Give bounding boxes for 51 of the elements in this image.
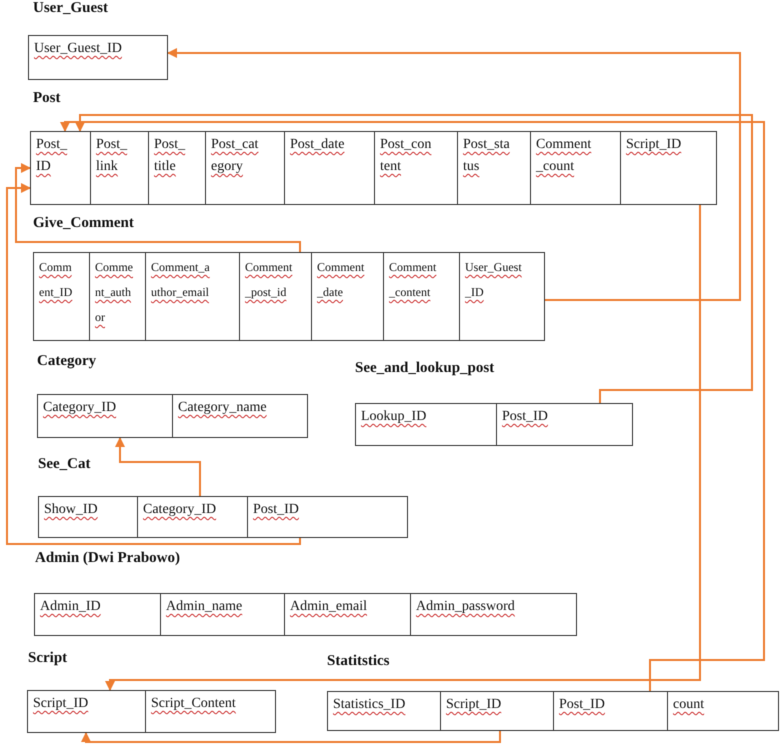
table-cell: Post_ID bbox=[497, 404, 634, 445]
arrow bbox=[75, 114, 753, 403]
table-cell: Post_ link bbox=[91, 132, 149, 204]
table-title: See_Cat bbox=[38, 456, 90, 473]
arrow bbox=[167, 48, 741, 301]
table-cell: Admin_email bbox=[285, 594, 411, 635]
table-cell: Lookup_ID bbox=[356, 404, 497, 445]
table-cell: User_Guest _ID bbox=[460, 253, 546, 340]
table-cell: Script_Content bbox=[146, 691, 277, 732]
table-cell: Script_ID bbox=[28, 691, 146, 732]
table-cell: Comm ent_ID bbox=[34, 253, 90, 340]
table-title: Script bbox=[28, 650, 68, 667]
table-cell: Post_ID bbox=[554, 692, 668, 730]
table-title: Give_Comment bbox=[33, 215, 134, 232]
table-title: User_Guest bbox=[33, 0, 108, 17]
arrow bbox=[60, 121, 765, 691]
arrow bbox=[115, 437, 201, 496]
table-title: Admin (Dwi Prabowo) bbox=[35, 550, 180, 567]
table-cell: Comment _date bbox=[312, 253, 384, 340]
arrow bbox=[6, 183, 301, 545]
table-cell: Post_date bbox=[285, 132, 375, 204]
table-cell: Post_sta tus bbox=[458, 132, 531, 204]
table-cell: Category_ID bbox=[138, 497, 248, 537]
table-title: Category bbox=[37, 353, 96, 370]
table-cell: Post_ title bbox=[149, 132, 206, 204]
table-cell: Admin_ID bbox=[35, 594, 161, 635]
table-cell: count bbox=[668, 692, 780, 730]
table-cell: Admin_name bbox=[161, 594, 285, 635]
table-cell: Category_ID bbox=[38, 395, 173, 437]
table-cell: Comment _count bbox=[531, 132, 621, 204]
table-cell: Script_ID bbox=[441, 692, 554, 730]
table-cell: Post_con tent bbox=[375, 132, 458, 204]
table-cell: Comment _content bbox=[384, 253, 460, 340]
arrow bbox=[81, 731, 501, 743]
table-cell: Category_name bbox=[173, 395, 309, 437]
table-cell: Show_ID bbox=[39, 497, 138, 537]
table-cell: Post_ID bbox=[248, 497, 409, 537]
table-cell: Statistics_ID bbox=[328, 692, 441, 730]
table-cell: Script_ID bbox=[621, 132, 718, 204]
table-cell: Comme nt_auth or bbox=[90, 253, 146, 340]
arrow bbox=[15, 163, 301, 252]
table-cell: Post_ ID bbox=[31, 132, 91, 204]
table-cell: Post_cat egory bbox=[206, 132, 285, 204]
table-title: Statitstics bbox=[327, 653, 390, 670]
table-title: Post bbox=[33, 90, 60, 107]
table-cell: Admin_password bbox=[411, 594, 578, 635]
table-title: See_and_lookup_post bbox=[355, 360, 494, 377]
table-cell: User_Guest_ID bbox=[29, 36, 169, 79]
arrow bbox=[105, 205, 701, 691]
table-cell: Comment _post_id bbox=[240, 253, 312, 340]
table-cell: Comment_a uthor_email bbox=[146, 253, 240, 340]
